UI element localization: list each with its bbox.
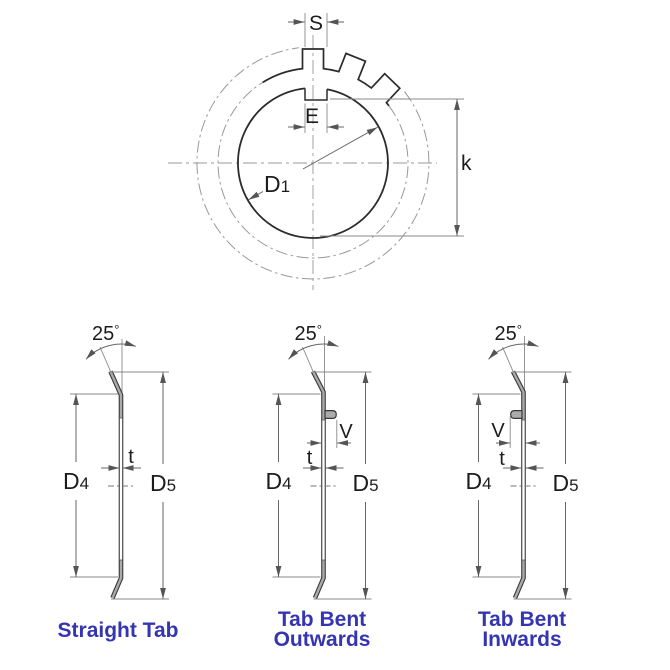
ring-arc-segment (357, 78, 372, 89)
side-view-tab-bent-outwards: 25° V t D4 (265, 322, 378, 651)
dimension-d5: D5 (512, 371, 579, 600)
section-bottom-tab (111, 560, 123, 599)
d4-label: D4 (265, 468, 291, 494)
dimension-d4: D4 (63, 393, 118, 578)
dimension-v: V (491, 416, 540, 448)
d5-label: D5 (352, 470, 378, 496)
dimension-s: S (288, 12, 344, 47)
v-label: V (491, 420, 505, 442)
section-top-tab (311, 370, 325, 420)
section-outline (510, 370, 526, 599)
k-label: k (461, 152, 472, 175)
ring-arc-segment (323, 67, 339, 73)
caption-tab-bent-outwards-line1: Tab Bent (278, 608, 366, 631)
d1-leader-lower (248, 191, 264, 201)
ring-arc-segment (262, 67, 303, 84)
inner-tab-notch (304, 88, 328, 101)
outer-ring-solid (262, 48, 401, 107)
dimension-d4: D4 (265, 393, 321, 578)
d5-label: D5 (150, 470, 176, 496)
washer-section (108, 370, 124, 599)
d1-leader-upper (302, 126, 378, 170)
angle-annotation: 25° (85, 322, 136, 393)
washer-section (310, 370, 337, 599)
s-label: S (309, 12, 323, 35)
caption-straight-tab: Straight Tab (58, 619, 179, 642)
d5-label: D5 (552, 470, 578, 496)
dimension-d1: D1 (248, 126, 378, 201)
dimension-t: t (499, 448, 544, 487)
dimension-t: t (303, 447, 344, 487)
dimension-d5: D5 (109, 371, 176, 600)
v-label: V (339, 421, 353, 443)
d1-label: D1 (264, 171, 290, 197)
dimension-k: k (320, 98, 472, 237)
angle-label: 25° (495, 322, 522, 345)
washer-section (510, 370, 526, 599)
angle-label: 25° (92, 322, 119, 345)
angle-annotation: 25° (488, 322, 539, 392)
section-top-tab (511, 370, 525, 420)
dimension-d5: D5 (312, 371, 379, 600)
caption-tab-bent-inwards-line2: Inwards (482, 628, 561, 651)
angle-annotation: 25° (288, 322, 339, 392)
dimension-d4: D4 (465, 393, 521, 578)
angle-label: 25° (295, 322, 322, 345)
angle-arc (85, 340, 136, 360)
t-label: t (128, 446, 134, 468)
d4-label: D4 (465, 468, 491, 494)
outer-tab-3 (370, 72, 401, 104)
t-label: t (499, 448, 505, 470)
section-outline (108, 370, 124, 599)
washer-front-view: S E k D1 (168, 12, 472, 290)
angle-arc (288, 340, 339, 360)
dimension-t: t (101, 446, 141, 487)
section-bottom-tab (313, 560, 325, 599)
phantom-circles (196, 47, 430, 280)
d4-label: D4 (63, 468, 89, 494)
caption-tab-bent-outwards-line2: Outwards (274, 628, 371, 651)
section-outline (310, 370, 326, 599)
section-top-tab (109, 371, 123, 418)
side-view-straight-tab: 25° t D4 D5 (58, 322, 179, 642)
bore-circle (237, 87, 389, 239)
outer-tab-2 (337, 52, 367, 81)
dimension-e: E (288, 103, 344, 133)
tab-tip-phantom-circle (196, 47, 430, 280)
caption-tab-bent-inwards-line1: Tab Bent (478, 608, 566, 631)
inward-bent-hook (510, 410, 523, 419)
outer-tab-1 (301, 48, 325, 70)
angle-arc (488, 340, 539, 360)
e-label: E (305, 105, 319, 128)
side-view-tab-bent-inwards: 25° V t D4 (465, 322, 578, 651)
centerlines (168, 35, 437, 290)
outer-edge-phantom-circle (217, 81, 409, 259)
t-label: t (307, 447, 313, 469)
bore (237, 87, 389, 239)
dimension-v: V (307, 420, 353, 448)
section-bottom-tab (513, 560, 525, 599)
outward-bent-hook (324, 410, 337, 419)
